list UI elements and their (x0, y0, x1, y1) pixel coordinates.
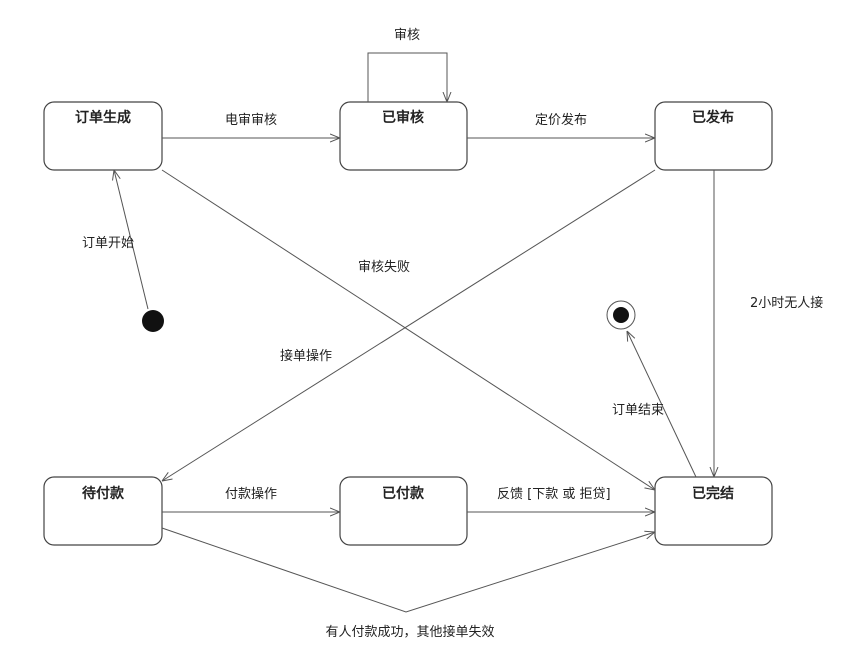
state-paid-label: 已付款 (382, 485, 425, 502)
state-published: 已发布 (654, 101, 773, 171)
state-pending-payment: 待付款 (43, 476, 163, 546)
label-other-invalid: 有人付款成功，其他接单失效 (325, 624, 494, 640)
state-completed: 已完结 (654, 476, 773, 546)
state-published-label: 已发布 (692, 109, 734, 126)
state-order-created: 订单生成 (43, 101, 163, 171)
state-paid: 已付款 (339, 476, 468, 546)
initial-state-dot (142, 310, 164, 332)
state-reviewed: 已审核 (339, 101, 468, 171)
state-pending-payment-label: 待付款 (82, 485, 125, 502)
edge-self-review (367, 52, 447, 102)
edge-accept-operation (162, 169, 656, 481)
edge-order-start (114, 170, 149, 310)
state-reviewed-label: 已审核 (382, 109, 424, 126)
label-manual-review: 电审审核 (225, 113, 277, 128)
label-review-failed: 审核失败 (358, 260, 410, 275)
label-order-start: 订单开始 (82, 236, 134, 251)
label-order-end: 订单结束 (612, 403, 664, 418)
edge-order-end (627, 331, 697, 478)
label-feedback: 反馈 [下款 或 拒贷] (497, 487, 611, 502)
label-no-taker: 2小时无人接 (750, 295, 823, 311)
state-order-created-label: 订单生成 (75, 109, 131, 126)
label-payment-operation: 付款操作 (225, 486, 277, 502)
label-self-review: 审核 (394, 28, 420, 43)
label-pricing-publish: 定价发布 (535, 112, 587, 128)
state-completed-label: 已完结 (692, 485, 734, 502)
edge-other-invalid (161, 527, 655, 613)
final-state-bullseye (606, 300, 636, 330)
edge-review-failed (161, 169, 655, 490)
label-accept-operation: 接单操作 (280, 348, 332, 364)
